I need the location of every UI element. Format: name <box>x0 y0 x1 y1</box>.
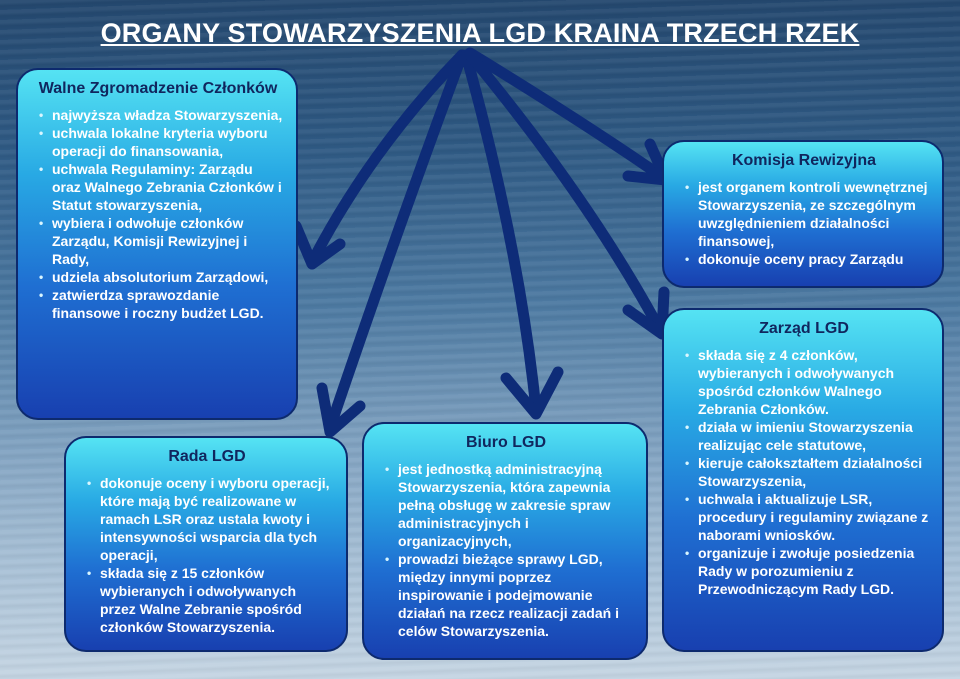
list-item: prowadzi bieżące sprawy LGD, między inny… <box>385 550 634 640</box>
arrow-to-rada <box>324 49 468 434</box>
box-heading: Walne Zgromadzenie Członków <box>38 80 278 97</box>
arrow-to-komisja <box>464 47 670 184</box>
box-zarzad-lgd: Zarząd LGD składa się z 4 członków, wybi… <box>662 308 944 652</box>
arrowhead-biuro <box>500 366 564 420</box>
bullet-list: jest organem kontroli wewnętrznej Stowar… <box>678 178 930 268</box>
arrow-to-biuro <box>460 49 542 416</box>
arrowhead-walne <box>290 220 346 270</box>
list-item: składa się z 15 członków wybieranych i o… <box>87 564 334 636</box>
list-item: kieruje całokształtem działalności Stowa… <box>685 454 930 490</box>
arrow-to-zarzad <box>464 49 666 336</box>
bullet-list: jest jednostką administracyjną Stowarzys… <box>378 460 634 640</box>
bullet-list: składa się z 4 członków, wybieranych i o… <box>678 346 930 598</box>
bullet-list: najwyższa władza Stowarzyszenia, uchwala… <box>32 106 284 322</box>
arrowhead-rada <box>316 382 366 438</box>
diagram-title: ORGANY STOWARZYSZENIA LGD KRAINA TRZECH … <box>100 18 860 48</box>
box-heading: Komisja Rewizyjna <box>731 152 877 169</box>
box-heading: Rada LGD <box>168 448 246 465</box>
box-heading: Biuro LGD <box>466 434 546 451</box>
list-item: dokonuje oceny pracy Zarządu <box>685 250 930 268</box>
list-item: uchwala lokalne kryteria wyboru operacji… <box>39 124 284 160</box>
list-item: najwyższa władza Stowarzyszenia, <box>39 106 284 124</box>
list-item: dokonuje oceny i wyboru operacji, które … <box>87 474 334 564</box>
box-biuro-lgd: Biuro LGD jest jednostką administracyjną… <box>362 422 648 660</box>
list-item: zatwierdza sprawozdanie finansowe i rocz… <box>39 286 284 322</box>
list-item: uchwala Regulaminy: Zarządu oraz Walnego… <box>39 160 284 214</box>
list-item: jest jednostką administracyjną Stowarzys… <box>385 460 634 550</box>
box-komisja-rewizyjna: Komisja Rewizyjna jest organem kontroli … <box>662 140 944 288</box>
list-item: udziela absolutorium Zarządowi, <box>39 268 284 286</box>
bullet-list: dokonuje oceny i wyboru operacji, które … <box>80 474 334 636</box>
box-walne-zgromadzenie: Walne Zgromadzenie Członków najwyższa wł… <box>16 68 298 420</box>
list-item: organizuje i zwołuje posiedzenia Rady w … <box>685 544 930 598</box>
list-item: jest organem kontroli wewnętrznej Stowar… <box>685 178 930 250</box>
arrow-to-walne <box>306 49 468 268</box>
list-item: składa się z 4 członków, wybieranych i o… <box>685 346 930 418</box>
list-item: wybiera i odwołuje członków Zarządu, Kom… <box>39 214 284 268</box>
box-heading: Zarząd LGD <box>759 320 849 337</box>
box-rada-lgd: Rada LGD dokonuje oceny i wyboru operacj… <box>64 436 348 652</box>
list-item: uchwala i aktualizuje LSR, procedury i r… <box>685 490 930 544</box>
list-item: działa w imieniu Stowarzyszenia realizuj… <box>685 418 930 454</box>
